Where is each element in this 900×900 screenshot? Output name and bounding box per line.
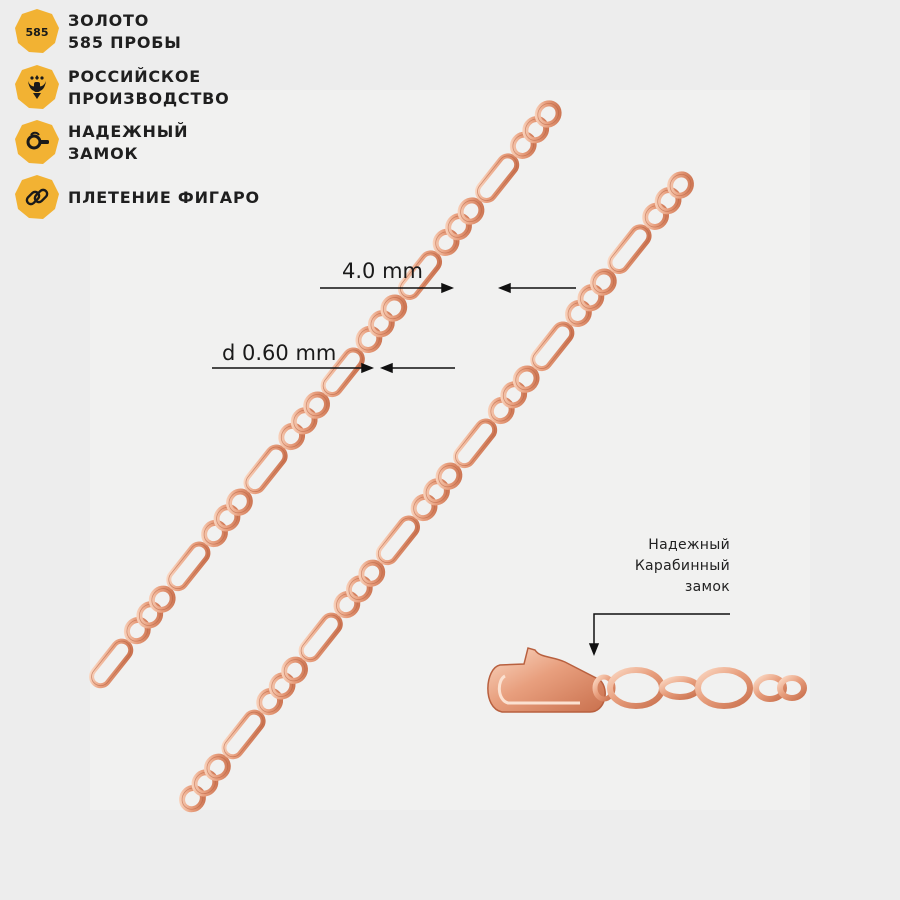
diameter-label: d 0.60 mm [222,341,337,365]
width-label: 4.0 mm [342,259,423,283]
feature-russian-production: РОССИЙСКОЕ ПРОИЗВОДСТВО [14,64,229,110]
clasp-note: Надежный Карабинный замок [635,535,730,598]
clasp-note-line3: замок [684,579,730,595]
width-dimension-arrows [320,282,576,294]
feature-subtitle: ПРОИЗВОДСТВО [68,89,230,108]
feature-title: РОССИЙСКОЕ [68,67,201,86]
lock-clasp-icon [15,120,59,164]
clasp-pointer-arrow [588,613,730,657]
feature-title: ЗОЛОТО [68,11,150,30]
chain-link-icon [15,175,59,219]
feature-reliable-lock: НАДЕЖНЫЙ ЗАМОК [14,119,188,165]
diameter-dimension-arrows [212,362,455,374]
clasp-note-line1: Надежный [648,537,730,553]
feature-title: ПЛЕТЕНИЕ ФИГАРО [68,188,260,207]
feature-figaro-weave: ПЛЕТЕНИЕ ФИГАРО [14,174,259,220]
photo-background [90,90,810,810]
svg-text:585: 585 [26,26,49,39]
lobster-clasp [487,647,807,713]
feature-subtitle: 585 ПРОБЫ [68,33,182,52]
feature-title: НАДЕЖНЫЙ [68,122,189,141]
clasp-note-line2: Карабинный [634,558,730,574]
feature-subtitle: ЗАМОК [68,144,139,163]
feature-gold-585: 585 ЗОЛОТО 585 ПРОБЫ [14,8,181,54]
585-badge-icon: 585 [15,9,59,53]
coat-of-arms-icon [15,65,59,109]
